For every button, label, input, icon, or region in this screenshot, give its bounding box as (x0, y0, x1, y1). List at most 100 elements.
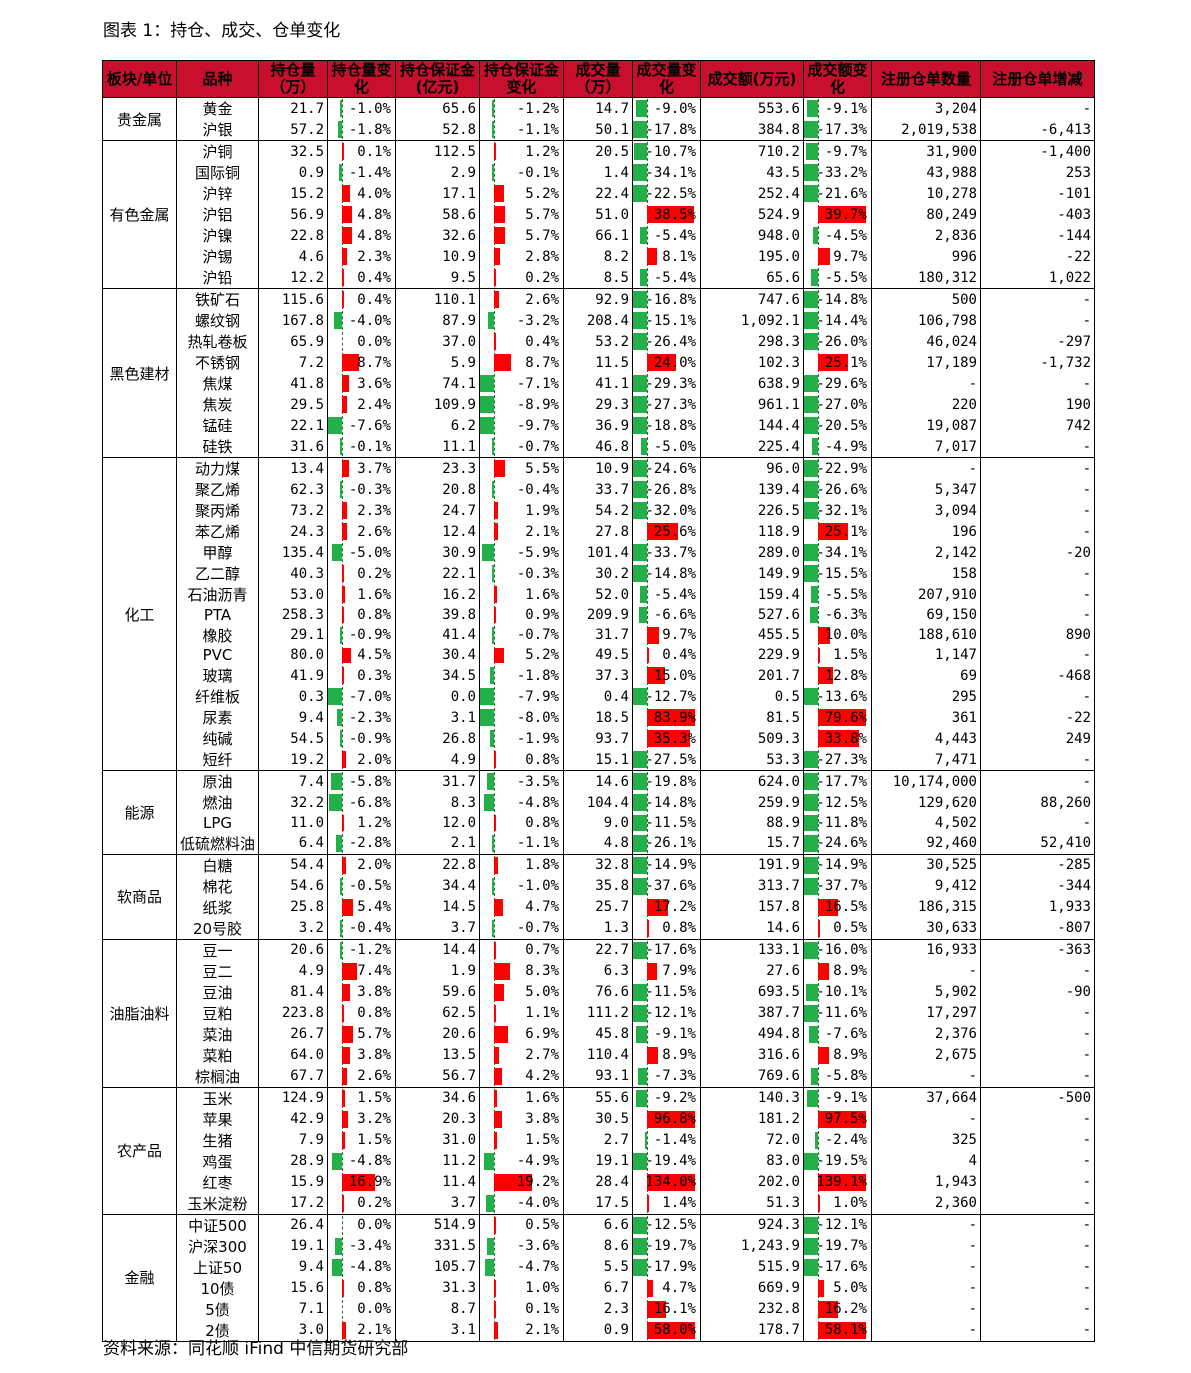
zero-line (818, 374, 819, 393)
volume-change-cell: -5.4% (632, 584, 701, 605)
negative-change-bar (804, 396, 818, 413)
turnover-cell: 961.1 (700, 394, 804, 415)
positive-change-bar (494, 269, 496, 286)
margin-cell: 5.9 (395, 352, 480, 373)
open-interest-cell: 9.4 (258, 1256, 328, 1278)
zero-line (647, 1088, 648, 1108)
margin-change-cell: 1.5% (479, 1129, 564, 1151)
negative-change-bar (635, 1089, 647, 1107)
change-percent: 1.5% (833, 647, 867, 664)
warrants-cell: 43,988 (871, 162, 981, 183)
change-percent: -27.3% (816, 751, 867, 768)
negative-change-bar (811, 269, 818, 286)
warrants-change-cell: - (980, 1277, 1095, 1299)
change-percent: -19.8% (645, 773, 696, 790)
volume-change-cell: -34.1% (632, 162, 701, 183)
change-percent: -14.8% (645, 794, 696, 811)
open-interest-change-cell: 4.5% (327, 645, 396, 665)
turnover-cell: 638.9 (700, 373, 804, 394)
negative-change-bar (487, 312, 494, 329)
turnover-cell: 65.6 (700, 267, 804, 289)
zero-line (818, 311, 819, 330)
change-percent: -16.8% (645, 291, 696, 308)
product-name: 短纤 (176, 749, 259, 771)
volume-cell: 0.9 (563, 1319, 633, 1342)
change-percent: -1.8% (348, 121, 391, 138)
positive-change-bar (342, 1194, 344, 1212)
negative-change-bar (339, 941, 342, 959)
positive-change-bar (818, 354, 849, 371)
turnover-cell: 924.3 (700, 1213, 804, 1236)
change-percent: 0.8% (357, 1005, 391, 1021)
change-percent: 2.1% (357, 1322, 391, 1338)
volume-change-cell: -1.4% (632, 1129, 701, 1151)
negative-change-bar (337, 709, 342, 726)
change-percent: 2.6% (525, 291, 559, 308)
zero-line (818, 332, 819, 351)
margin-change-cell: -3.2% (479, 310, 564, 331)
negative-change-bar (633, 312, 647, 329)
warrants-change-cell: 742 (980, 415, 1095, 436)
change-percent: 16.2% (824, 1301, 867, 1317)
turnover-cell: 202.0 (700, 1171, 804, 1193)
volume-cell: 18.5 (563, 707, 633, 728)
product-name: 2债 (176, 1319, 259, 1342)
product-name: 橡胶 (176, 624, 259, 646)
change-percent: 0.9% (525, 606, 559, 623)
turnover-change-cell: -21.6% (803, 183, 872, 204)
change-percent: -11.5% (645, 814, 696, 831)
zero-line (494, 374, 495, 393)
change-percent: 2.3% (357, 502, 391, 519)
margin-cell: 16.2 (395, 584, 480, 605)
zero-line (342, 729, 343, 748)
change-percent: 2.6% (357, 1068, 391, 1084)
open-interest-change-cell: 0.8% (327, 1002, 396, 1024)
change-percent: -7.1% (516, 375, 559, 392)
volume-cell: 5.5 (563, 1256, 633, 1278)
open-interest-cell: 7.4 (258, 770, 328, 792)
warrants-change-cell: -22 (980, 246, 1095, 267)
warrants-cell: 3,094 (871, 500, 981, 521)
zero-line (342, 163, 343, 182)
negative-change-bar (480, 709, 494, 726)
change-percent: -26.0% (816, 333, 867, 350)
turnover-change-cell: -9.1% (803, 1086, 872, 1109)
product-name: 原油 (176, 770, 259, 792)
product-name: 红枣 (176, 1171, 259, 1193)
warrants-change-cell: -807 (980, 917, 1095, 940)
negative-change-bar (328, 794, 342, 811)
warrants-cell: 30,633 (871, 917, 981, 940)
product-name: 生猪 (176, 1129, 259, 1151)
turnover-change-cell: 16.2% (803, 1298, 872, 1320)
turnover-cell: 515.9 (700, 1256, 804, 1278)
volume-change-cell: -26.8% (632, 479, 701, 500)
turnover-change-cell: -17.6% (803, 1256, 872, 1278)
sector-label: 金融 (102, 1213, 177, 1342)
zero-line (342, 1215, 343, 1235)
warrants-change-cell: -285 (980, 853, 1095, 876)
change-percent: -24.6% (645, 460, 696, 477)
open-interest-cell: 0.3 (258, 686, 328, 707)
warrants-cell: 1,147 (871, 645, 981, 665)
zero-line (818, 982, 819, 1002)
margin-cell: 0.0 (395, 686, 480, 707)
zero-line (818, 1088, 819, 1108)
change-percent: -9.7% (824, 143, 867, 160)
change-percent: 4.5% (357, 647, 391, 664)
zero-line (818, 1003, 819, 1023)
zero-line (818, 99, 819, 118)
warrants-change-cell: - (980, 1108, 1095, 1130)
positive-change-bar (342, 1321, 347, 1339)
negative-change-bar (490, 667, 494, 684)
change-percent: -1.9% (516, 730, 559, 747)
warrants-cell: 2,360 (871, 1192, 981, 1215)
product-name: 棉花 (176, 875, 259, 897)
open-interest-cell: 11.0 (258, 813, 328, 833)
change-percent: 5.0% (833, 1280, 867, 1296)
volume-cell: 10.9 (563, 457, 633, 479)
open-interest-cell: 32.5 (258, 140, 328, 162)
zero-line (818, 459, 819, 478)
